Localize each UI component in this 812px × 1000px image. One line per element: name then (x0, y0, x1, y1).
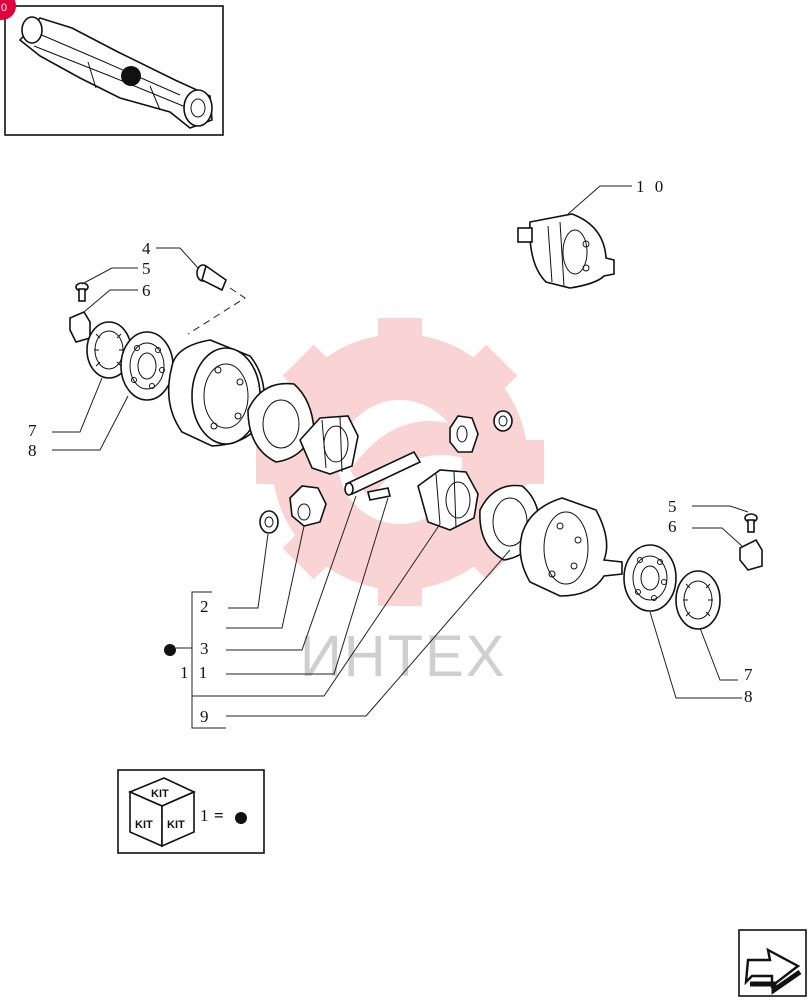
part-11-pinion-shaft[interactable] (344, 450, 422, 496)
callout-3: 3 (200, 639, 212, 658)
callout-6-right: 6 (668, 517, 680, 536)
part-6-lock-plate-left[interactable] (69, 310, 91, 343)
part-3-planet-gear-lower[interactable] (289, 485, 327, 527)
part-7-adjusting-ring-right[interactable] (675, 570, 721, 630)
part-5-screw-right[interactable] (744, 513, 758, 533)
kit-marker-dot-icon (164, 644, 176, 656)
callout-2: 2 (200, 597, 212, 616)
next-page-arrow-icon (744, 947, 802, 995)
assembly-thumbnail[interactable]: 0 (0, 0, 224, 136)
watermark-text: ИНТЕХ (300, 624, 506, 689)
part-5-screw-left[interactable] (75, 282, 89, 302)
callout-7-right: 7 (744, 665, 756, 684)
callout-labels: 1 0 4 5 6 7 8 5 6 7 8 2 3 1 1 9 (28, 177, 756, 726)
kit-box-right-label: KIT (167, 819, 185, 831)
callout-8-right: 8 (744, 687, 756, 706)
differential-case-left-half[interactable] (167, 339, 266, 447)
bolt-4-dashed-centerline (187, 287, 246, 335)
part-6-lock-plate-right[interactable] (739, 538, 763, 571)
kit-legend: KIT KIT KIT 1 = (117, 769, 265, 854)
part-4-bolt[interactable] (196, 264, 227, 292)
callout-5-right: 5 (668, 497, 680, 516)
location-dot-icon (121, 66, 141, 86)
differential-case-right-half[interactable] (519, 497, 623, 597)
thrust-washer-upper[interactable] (493, 410, 513, 432)
part-2-thrust-washer[interactable] (259, 510, 279, 534)
side-gear-right[interactable] (417, 469, 479, 531)
part-10-differential-assembly[interactable] (517, 213, 615, 289)
kit-legend-number: 1 (200, 806, 212, 825)
kit-legend-dot-icon (235, 812, 247, 824)
kit-box-icon (127, 777, 196, 848)
kit-box-top-label: KIT (151, 788, 169, 800)
roll-pin[interactable] (367, 487, 391, 501)
next-page-button[interactable] (738, 929, 807, 997)
part-8-bearing-left[interactable] (120, 331, 174, 401)
callout-11: 1 1 (180, 663, 210, 682)
leader-lines (52, 185, 749, 729)
page-badge-label: 0 (1, 2, 7, 14)
callout-5-left: 5 (142, 259, 154, 278)
kit-legend-equals: = (214, 806, 227, 825)
part-8-bearing-right[interactable] (623, 544, 677, 612)
callout-7-left: 7 (28, 421, 40, 440)
callout-4: 4 (142, 239, 154, 258)
planet-gear-upper[interactable] (449, 415, 479, 453)
side-gear-left[interactable] (299, 415, 359, 475)
callout-8-left: 8 (28, 441, 40, 460)
kit-box-left-label: KIT (135, 819, 153, 831)
callout-10: 1 0 (636, 177, 666, 196)
callout-6-left: 6 (142, 281, 154, 300)
page-badge (0, 0, 16, 20)
axle-thumbnail-drawing (18, 16, 213, 129)
callout-9: 9 (200, 707, 212, 726)
